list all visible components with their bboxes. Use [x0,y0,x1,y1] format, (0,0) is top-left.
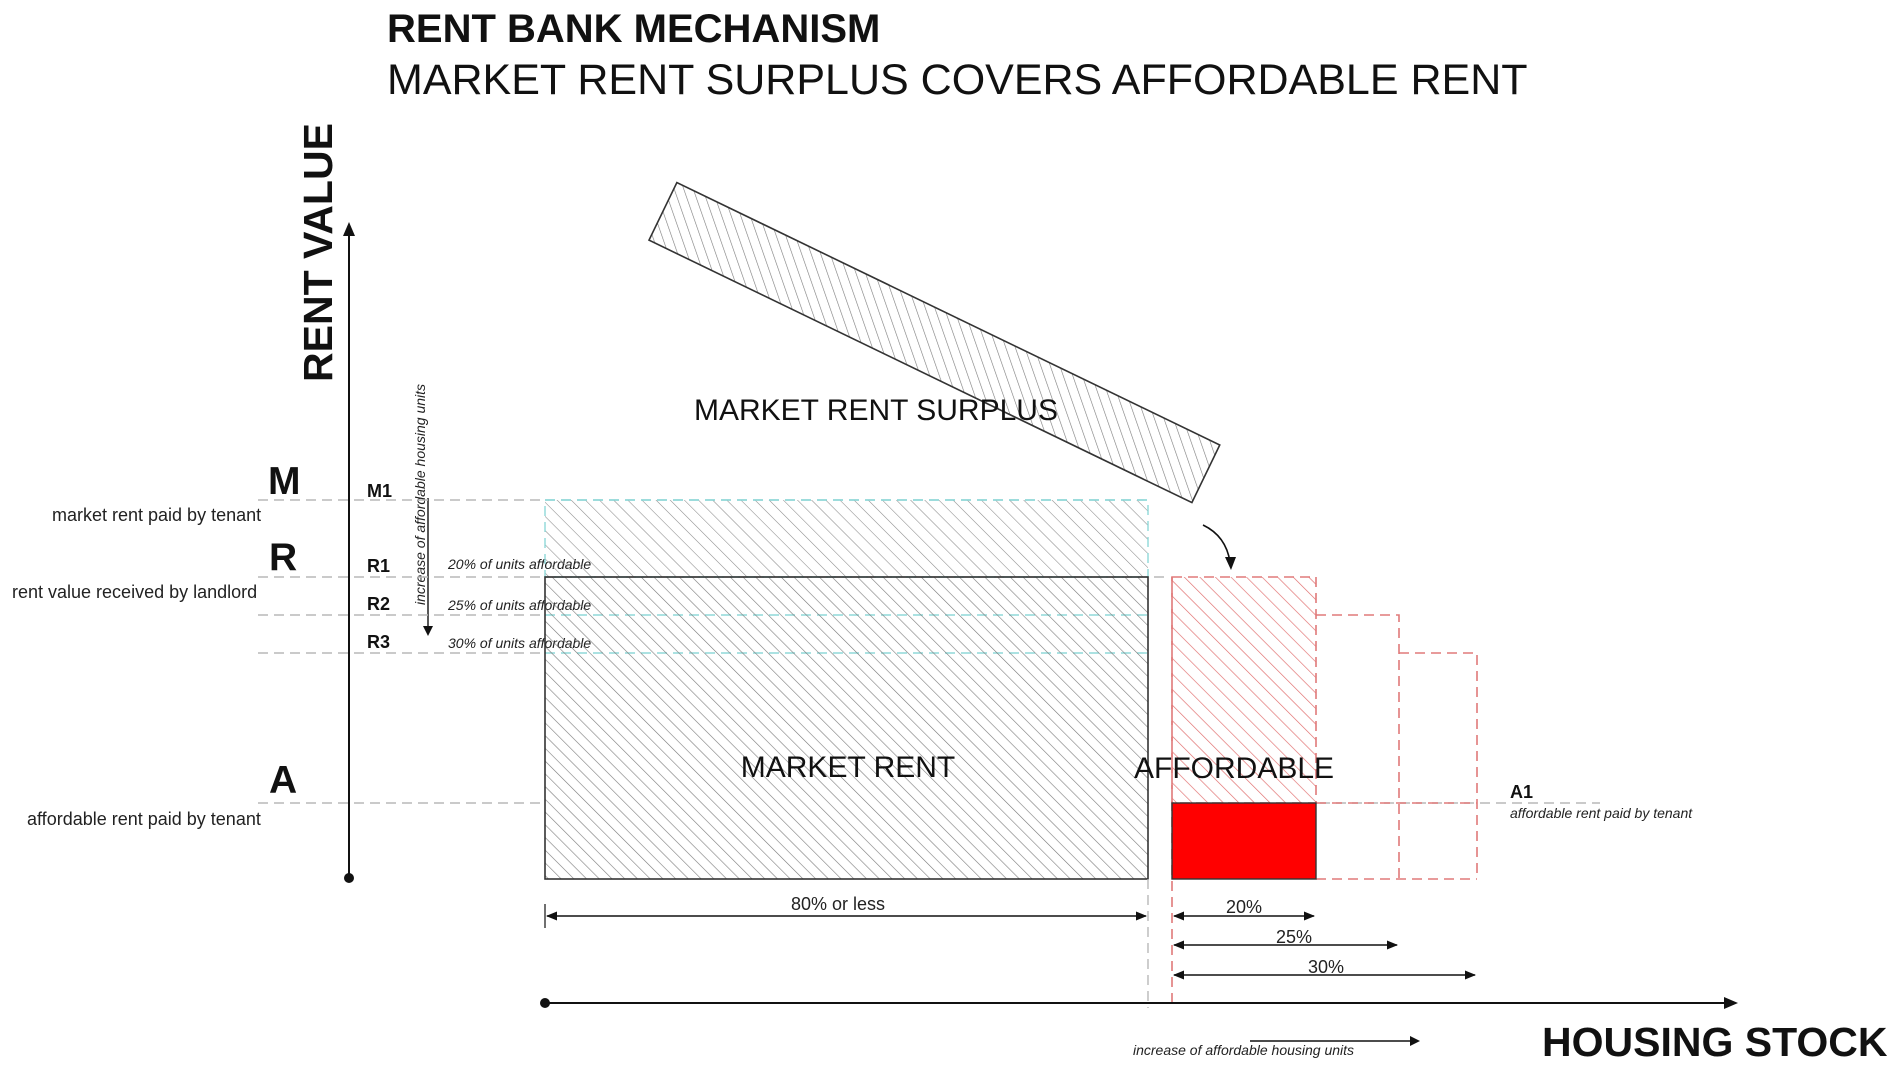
y-axis-origin-dot [344,873,354,883]
a1-code: A1 [1510,782,1533,802]
market-rent-surplus-rect [647,181,1221,504]
affordable-30-outline [1399,652,1478,879]
dim-25-label: 25% [1276,927,1312,947]
market-rent-block [544,576,1149,880]
y-axis-label: RENT VALUE [295,123,341,382]
affordable-25-outline [1316,614,1400,879]
surplus-area-over-market [544,499,1149,578]
rent-line-r1-code: R1 [367,556,390,576]
level-m-desc: market rent paid by tenant [52,505,261,525]
market-rent-label: MARKET RENT [741,751,955,784]
vertical-increase-arrow-head [423,626,433,636]
surplus-to-affordable-arrow-head [1225,557,1236,570]
y-axis-arrow-head [343,222,355,236]
vertical-increase-note: increase of affordable housing units [412,384,428,605]
x-axis-label: HOUSING STOCK [1542,1019,1888,1065]
x-axis-arrow-head [1724,997,1738,1009]
diagram-subtitle: MARKET RENT SURPLUS COVERS AFFORDABLE RE… [387,56,1528,104]
dim-20-label: 20% [1226,897,1262,917]
dim-30-label: 30% [1308,957,1344,977]
affordable-rent-block [1171,802,1317,880]
diagram-title: RENT BANK MECHANISM [387,7,880,51]
affordable-label: AFFORDABLE [1134,752,1334,785]
level-a-letter: A [269,759,297,802]
a1-desc: affordable rent paid by tenant [1510,805,1693,821]
level-a-desc: affordable rent paid by tenant [27,809,261,829]
level-r-desc: rent value received by landlord [12,582,257,602]
rent-line-r3-code: R3 [367,632,390,652]
rent-line-m1-code: M1 [367,481,392,501]
horizontal-increase-arrow-head [1410,1036,1420,1046]
dim-market-label: 80% or less [791,894,885,914]
market-rent-surplus-label: MARKET RENT SURPLUS [694,394,1058,427]
level-r-letter: R [269,536,297,579]
x-axis-origin-dot [540,998,550,1008]
rent-line-r2-code: R2 [367,594,390,614]
level-m-letter: M [268,460,301,503]
market-rent-surplus-block [647,181,1221,504]
horizontal-increase-note: increase of affordable housing units [1133,1042,1354,1058]
surplus-to-affordable-arrow [1202,524,1231,563]
